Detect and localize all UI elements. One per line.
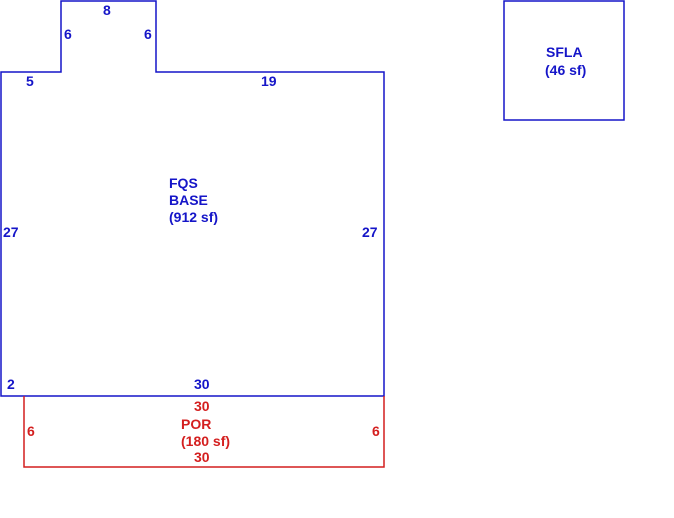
base-area-label: (912 sf) <box>169 209 218 225</box>
sfla-code-label: SFLA <box>546 44 583 60</box>
base-dim-top-right: 19 <box>261 73 277 89</box>
porch-dim-right: 6 <box>372 423 380 439</box>
base-dim-bump-left: 6 <box>64 26 72 42</box>
sfla-area-label: (46 sf) <box>545 62 586 78</box>
porch-dim-top: 30 <box>194 398 210 414</box>
porch-code-label: POR <box>181 416 211 432</box>
porch-outline <box>23 396 385 468</box>
base-outline <box>0 0 385 397</box>
base-dim-left: 27 <box>3 224 19 240</box>
base-code-label: FQS <box>169 175 198 191</box>
porch-dim-bottom: 30 <box>194 449 210 465</box>
base-dim-top-left: 5 <box>26 73 34 89</box>
sfla-outline <box>503 0 625 121</box>
base-dim-right: 27 <box>362 224 378 240</box>
base-name-label: BASE <box>169 192 208 208</box>
base-dim-bump-right: 6 <box>144 26 152 42</box>
base-dim-bottom-left: 2 <box>7 376 15 392</box>
base-dim-bottom: 30 <box>194 376 210 392</box>
porch-dim-left: 6 <box>27 423 35 439</box>
base-dim-bump-top: 8 <box>103 2 111 18</box>
porch-area-label: (180 sf) <box>181 433 230 449</box>
